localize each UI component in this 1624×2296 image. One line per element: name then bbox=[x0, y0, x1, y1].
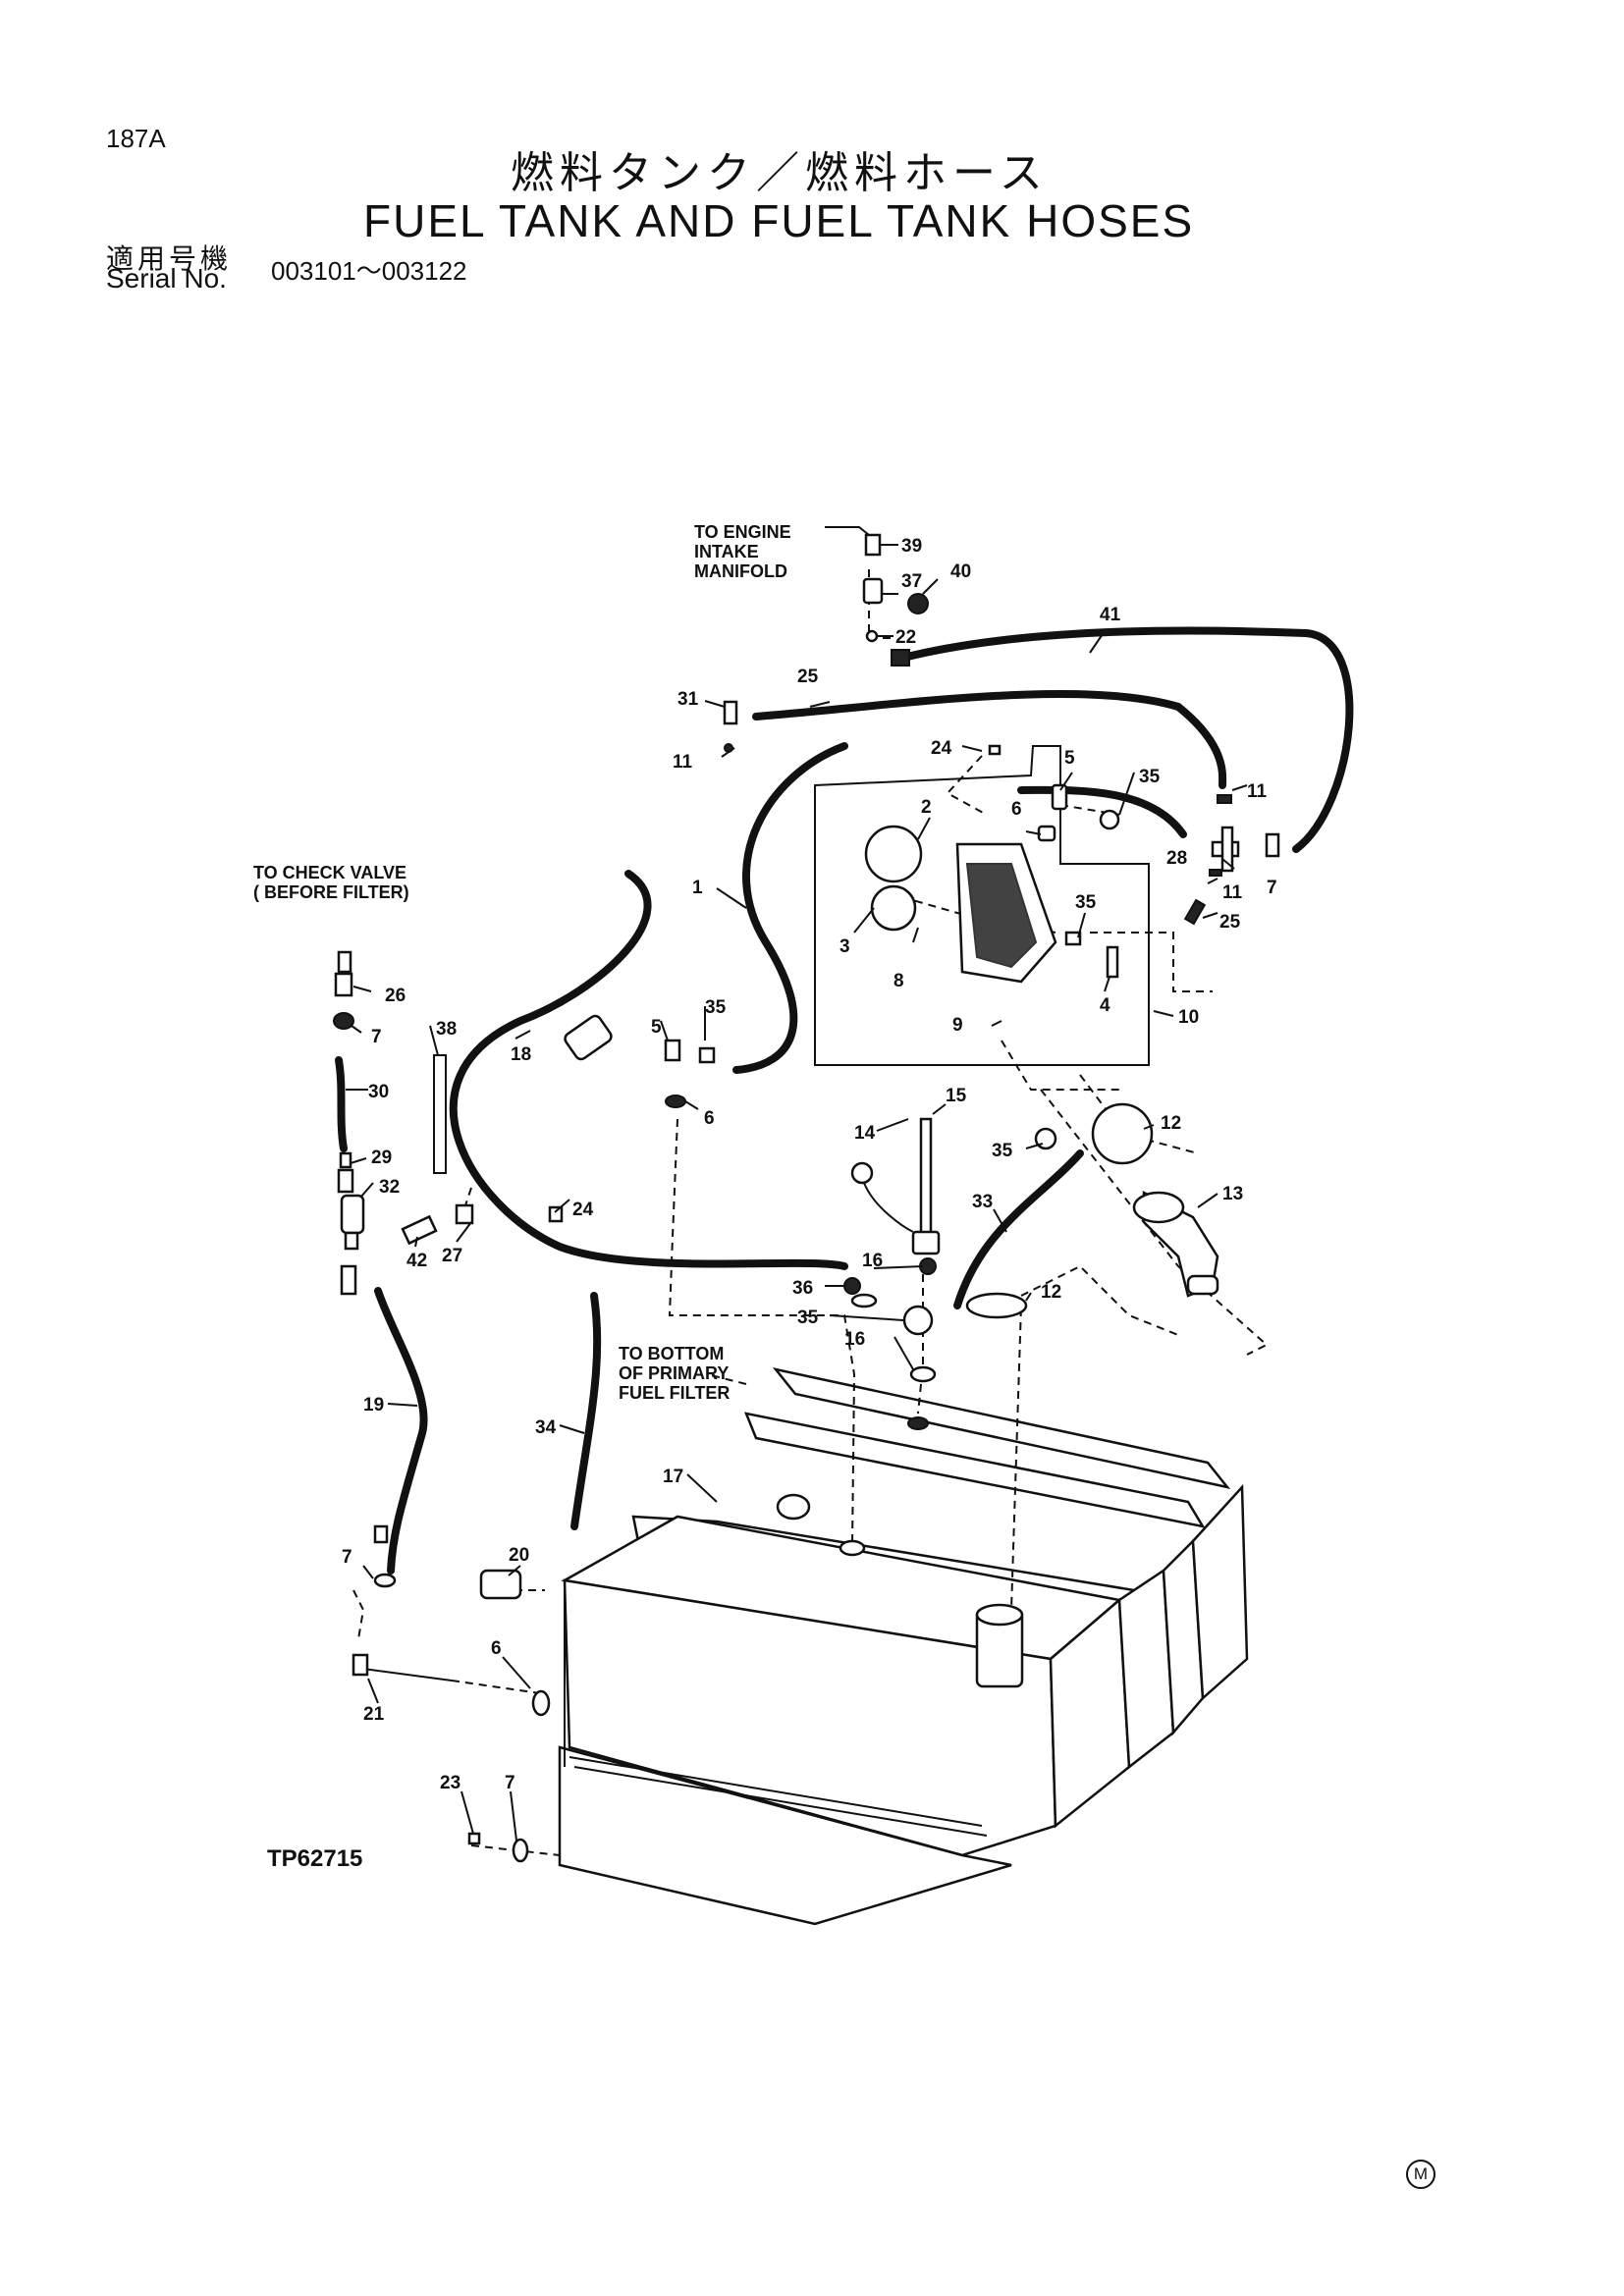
callout-40: 40 bbox=[950, 561, 971, 582]
callout-23: 23 bbox=[440, 1773, 460, 1793]
callout-13: 13 bbox=[1222, 1184, 1243, 1204]
diagram-notes: TO ENGINE INTAKE MANIFOLD TO CHECK VALVE… bbox=[253, 522, 791, 1403]
callout-32: 32 bbox=[379, 1177, 400, 1198]
callout-35-cover: 35 bbox=[1075, 892, 1097, 913]
callout-29: 29 bbox=[371, 1148, 392, 1168]
access-cover-outline bbox=[814, 745, 1150, 1066]
callout-35-bottom: 35 bbox=[797, 1308, 819, 1328]
callout-31: 31 bbox=[677, 689, 699, 710]
serial-range: 003101～003122 bbox=[271, 256, 467, 286]
note-engine-intake-line-3: MANIFOLD bbox=[694, 561, 787, 581]
hose-lines bbox=[335, 626, 1354, 1682]
callout-11-left: 11 bbox=[673, 752, 693, 773]
fittings bbox=[333, 533, 1280, 1863]
callout-9: 9 bbox=[952, 1015, 963, 1036]
callout-39: 39 bbox=[901, 536, 922, 557]
callout-4: 4 bbox=[1100, 995, 1110, 1016]
callout-35-left: 35 bbox=[705, 997, 727, 1018]
callout-17: 17 bbox=[663, 1467, 683, 1487]
note-engine-intake-line-1: TO ENGINE bbox=[694, 522, 791, 542]
note-primary-filter-line-2: OF PRIMARY bbox=[619, 1363, 729, 1383]
corner-mark-icon: M bbox=[1406, 2160, 1435, 2189]
callout-16-top: 16 bbox=[862, 1251, 883, 1271]
callout-35-mid: 35 bbox=[992, 1141, 1013, 1161]
callout-35-right: 35 bbox=[1139, 767, 1161, 787]
note-primary-filter-line-3: FUEL FILTER bbox=[619, 1383, 730, 1403]
figure-code: TP62715 bbox=[267, 1845, 363, 1872]
page-title: FUEL TANK AND FUEL TANK HOSES bbox=[363, 195, 1195, 246]
callout-25-top: 25 bbox=[797, 667, 819, 687]
callout-12-bottom: 12 bbox=[1041, 1282, 1061, 1303]
callout-6-bottom: 6 bbox=[491, 1638, 502, 1659]
callout-5-left: 5 bbox=[651, 1017, 662, 1038]
page-title-japanese: 燃料タンク／燃料ホース bbox=[511, 148, 1049, 198]
callout-41: 41 bbox=[1100, 605, 1121, 625]
note-check-valve-line-1: TO CHECK VALVE bbox=[253, 863, 406, 882]
callout-1: 1 bbox=[692, 878, 703, 898]
callout-21: 21 bbox=[363, 1704, 385, 1725]
callout-7-right: 7 bbox=[1267, 878, 1277, 898]
callout-12-top: 12 bbox=[1161, 1113, 1181, 1134]
callout-7-bottom: 7 bbox=[505, 1773, 515, 1793]
note-check-valve-line-2: ( BEFORE FILTER) bbox=[253, 882, 409, 902]
callout-30: 30 bbox=[368, 1082, 389, 1102]
callout-26: 26 bbox=[385, 986, 406, 1006]
callout-11-right: 11 bbox=[1247, 781, 1268, 802]
callout-labels: 39 37 40 22 41 25 31 11 24 5 35 2 6 11 2… bbox=[342, 536, 1277, 1793]
callout-3: 3 bbox=[839, 936, 850, 957]
callout-7-left-top: 7 bbox=[371, 1027, 382, 1047]
callout-34: 34 bbox=[535, 1417, 557, 1438]
callout-15: 15 bbox=[946, 1086, 967, 1106]
callout-14: 14 bbox=[854, 1123, 876, 1144]
callout-19: 19 bbox=[363, 1395, 384, 1415]
callout-20: 20 bbox=[509, 1545, 529, 1566]
callout-10: 10 bbox=[1178, 1007, 1199, 1028]
callout-11-mid: 11 bbox=[1222, 882, 1243, 903]
serial-label-japanese: 適用号機 bbox=[106, 242, 233, 275]
note-primary-filter-line-1: TO BOTTOM bbox=[619, 1344, 724, 1363]
callout-38: 38 bbox=[436, 1019, 457, 1040]
callout-42: 42 bbox=[406, 1251, 427, 1271]
page-code: 187A bbox=[106, 124, 166, 153]
callout-2: 2 bbox=[921, 797, 932, 818]
callout-24-top: 24 bbox=[931, 738, 952, 759]
callout-6-left: 6 bbox=[704, 1108, 715, 1129]
leader-lines bbox=[346, 526, 1248, 1842]
serial-label: Serial No. bbox=[106, 263, 227, 294]
callout-36: 36 bbox=[792, 1278, 813, 1299]
callout-16-bottom: 16 bbox=[844, 1329, 865, 1350]
fuel-tank-body bbox=[558, 1367, 1249, 1926]
callout-18: 18 bbox=[511, 1044, 531, 1065]
callout-28: 28 bbox=[1166, 848, 1187, 869]
callout-24-left: 24 bbox=[572, 1200, 594, 1220]
callout-7-left-bottom: 7 bbox=[342, 1547, 352, 1568]
callout-8: 8 bbox=[893, 971, 904, 991]
callout-37: 37 bbox=[901, 571, 922, 592]
callout-33: 33 bbox=[972, 1192, 993, 1212]
note-engine-intake-line-2: INTAKE bbox=[694, 542, 759, 561]
callout-22: 22 bbox=[895, 627, 916, 648]
callout-27: 27 bbox=[442, 1246, 462, 1266]
callout-25-right: 25 bbox=[1219, 912, 1241, 933]
callout-5-right: 5 bbox=[1064, 748, 1075, 769]
callout-6-right: 6 bbox=[1011, 799, 1022, 820]
